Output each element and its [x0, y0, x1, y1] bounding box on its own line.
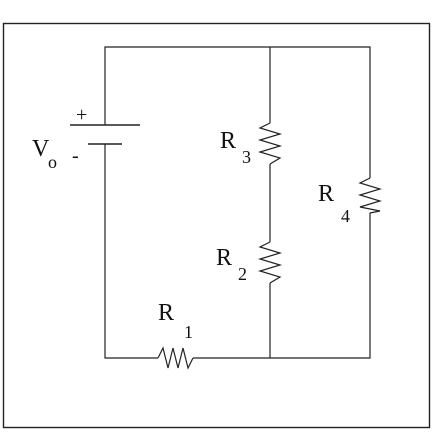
- battery-minus-sign: -: [72, 145, 79, 167]
- resistor-r3: [257, 122, 283, 165]
- resistor-r4: [357, 177, 383, 214]
- source-label-subscript: o: [48, 152, 57, 172]
- left-wire: [104, 144, 158, 359]
- r4-label: R: [318, 181, 334, 207]
- diagram-frame: [2, 22, 431, 429]
- r1-label: R: [158, 300, 174, 326]
- r3-label: R: [220, 128, 236, 154]
- resistor-r2: [257, 241, 283, 284]
- battery-plus-sign: +: [76, 104, 87, 126]
- r1-label-subscript: 1: [184, 322, 193, 342]
- r2-label-subscript: 2: [238, 264, 247, 284]
- top-wire: [104, 46, 371, 178]
- source-label: V: [32, 136, 50, 162]
- resistor-r1: [157, 346, 194, 370]
- r4-label-subscript: 4: [341, 206, 350, 226]
- bottom-wire: [193, 213, 371, 359]
- r2-label: R: [216, 245, 232, 271]
- r3-label-subscript: 3: [242, 147, 251, 167]
